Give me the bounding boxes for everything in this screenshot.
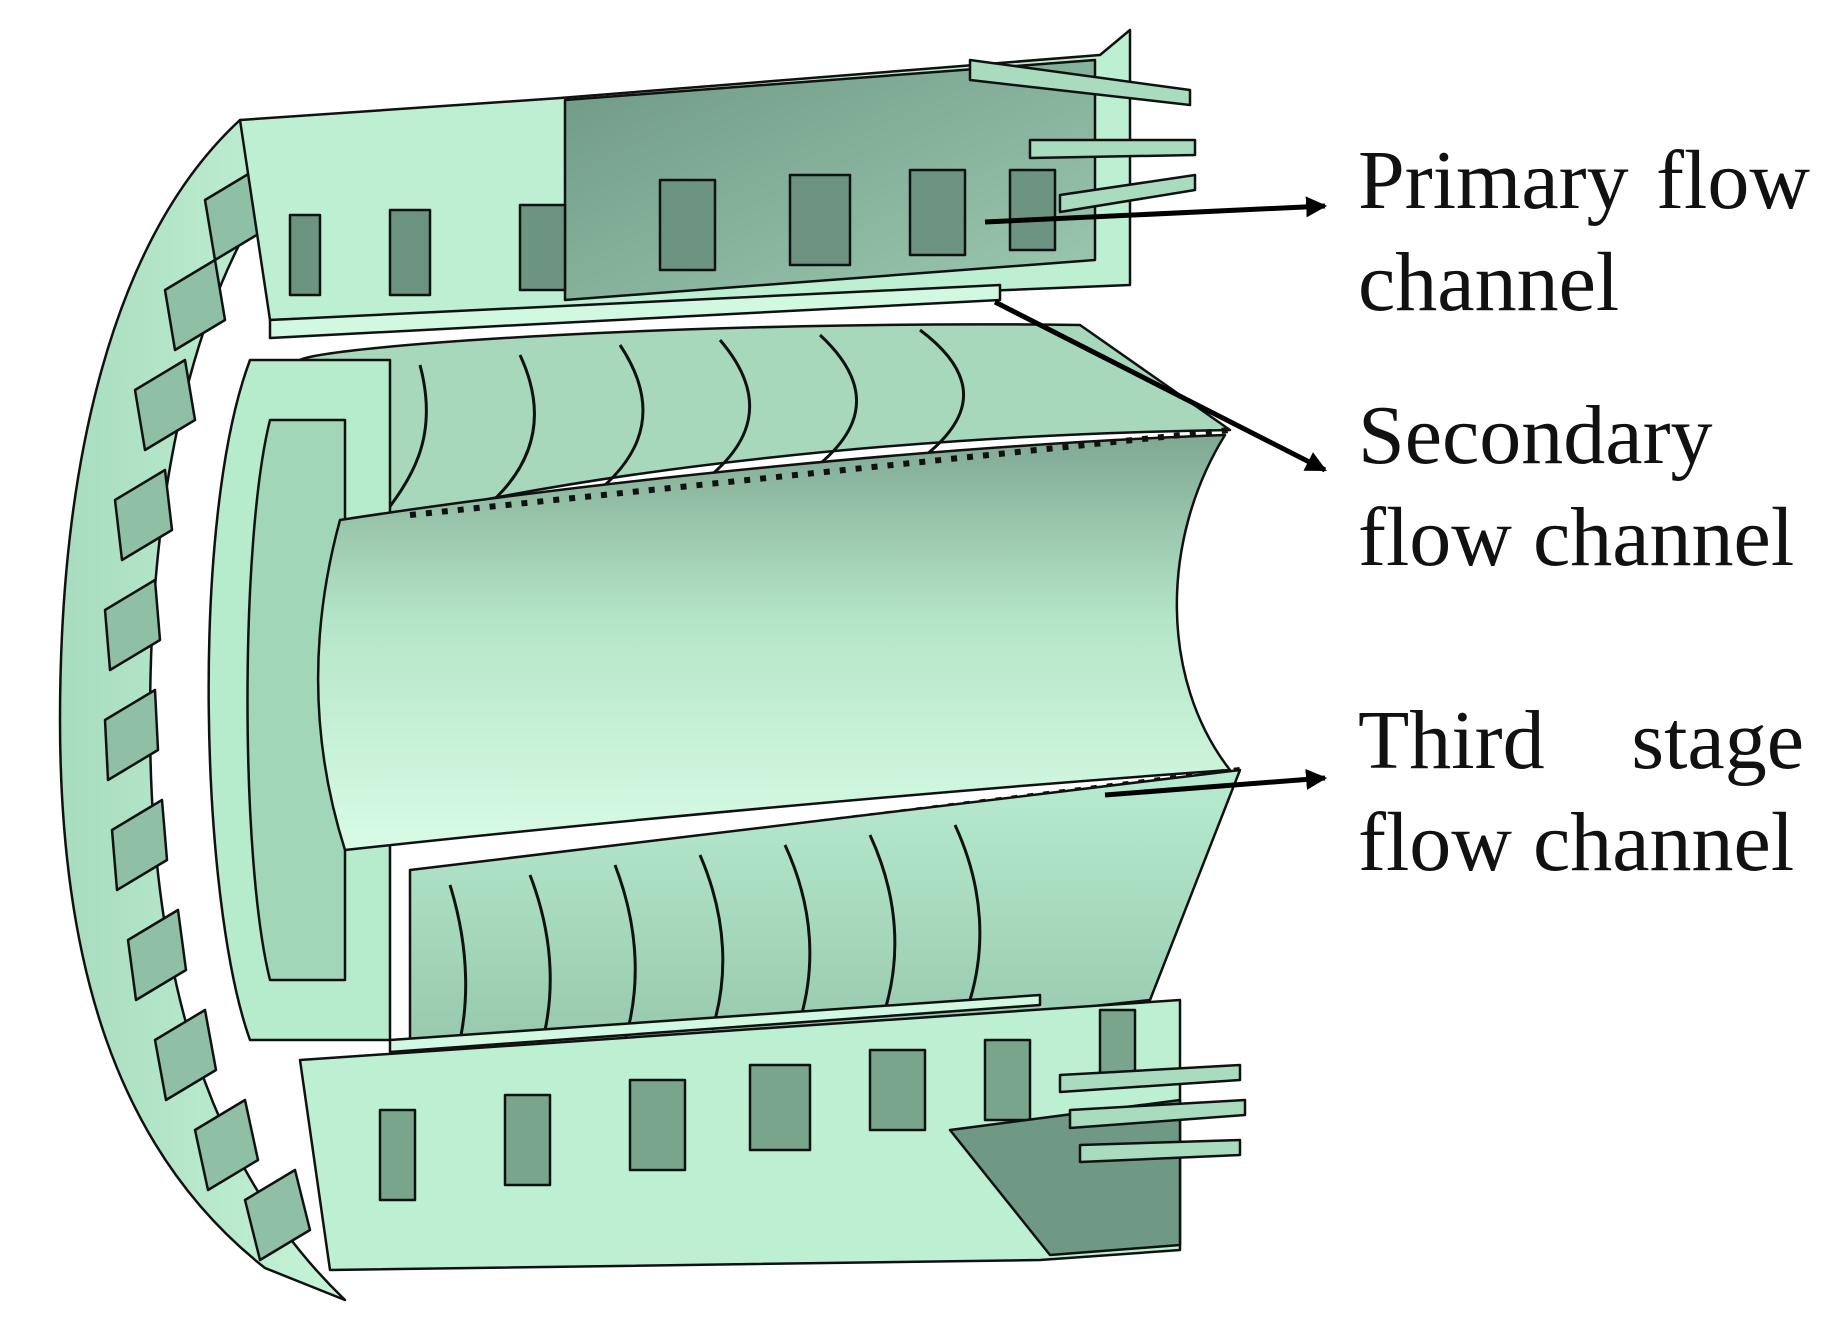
lower-casing bbox=[298, 998, 1182, 1272]
secondary-label-line-1: Secondary bbox=[1358, 389, 1713, 482]
leader-arrows bbox=[984, 196, 1328, 798]
third-arrow bbox=[1104, 768, 1328, 798]
outer-shell bbox=[58, 118, 347, 1302]
primary-label-word-2: flow bbox=[1656, 134, 1810, 227]
third-label-line-2: flow channel bbox=[1358, 796, 1795, 889]
flame-tube bbox=[316, 433, 1232, 852]
model-body bbox=[58, 28, 1247, 1302]
third-stage-flow-channel-label: Third stage flow channel bbox=[1358, 690, 1804, 894]
upper-liner bbox=[298, 323, 1232, 522]
secondary-label-line-2: flow channel bbox=[1358, 491, 1795, 584]
swirler-vanes bbox=[103, 168, 312, 1262]
secondary-arrow bbox=[993, 299, 1327, 473]
secondary-band bbox=[268, 283, 1002, 340]
inner-collar-face bbox=[246, 418, 347, 982]
primary-flow-channel-label: Primary flow channel bbox=[1358, 130, 1810, 334]
primary-slots-lower bbox=[378, 1008, 1137, 1202]
primary-arrow bbox=[984, 196, 1328, 225]
third-label-word-1: Third bbox=[1358, 694, 1545, 787]
primary-slots-upper bbox=[288, 168, 1057, 297]
lower-separator bbox=[388, 993, 1042, 1054]
primary-label-line-2: channel bbox=[1358, 236, 1620, 329]
bottom-fins bbox=[1058, 1063, 1247, 1164]
third-label-word-2: stage bbox=[1631, 694, 1804, 787]
primary-label-word-1: Primary bbox=[1358, 134, 1629, 227]
secondary-flow-channel-label: Secondary flow channel bbox=[1358, 385, 1794, 589]
top-fins bbox=[968, 58, 1197, 214]
